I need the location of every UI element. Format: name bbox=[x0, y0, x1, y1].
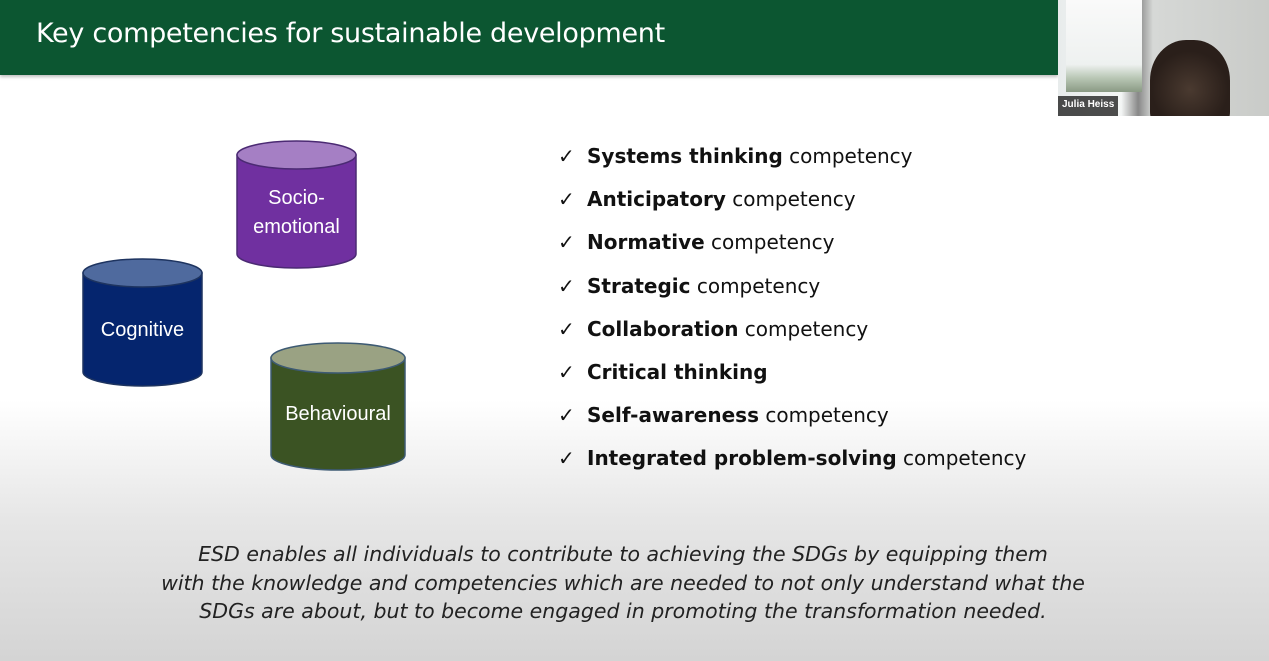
check-icon: ✓ bbox=[558, 316, 575, 341]
competency-name: Collaboration bbox=[587, 316, 739, 341]
competency-name: Self-awareness bbox=[587, 403, 759, 428]
quote-line: ESD enables all individuals to contribut… bbox=[198, 542, 1048, 566]
cylinder-label: Cognitive bbox=[100, 319, 185, 341]
check-icon: ✓ bbox=[558, 144, 575, 168]
cylinder-cognitive: Cognitive bbox=[82, 258, 203, 387]
competency-name: Anticipatory bbox=[587, 187, 726, 212]
check-icon: ✓ bbox=[558, 403, 575, 428]
competency-suffix: competency bbox=[704, 230, 835, 255]
esd-quote: ESD enables all individuals to contribut… bbox=[0, 540, 1246, 626]
participant-silhouette bbox=[1150, 40, 1230, 116]
slide-header: Key competencies for sustainable develop… bbox=[0, 0, 1058, 75]
cylinder-label: Behavioural bbox=[285, 403, 391, 425]
cylinder-shape bbox=[82, 258, 203, 387]
list-item: ✓ Self-awareness competency bbox=[558, 403, 1026, 446]
competency-list: ✓ Systems thinking competency ✓ Anticipato… bbox=[558, 144, 1026, 490]
list-item: ✓ Systems thinking competency bbox=[558, 144, 1026, 187]
competency-name: Strategic bbox=[587, 273, 691, 298]
cylinder-shape bbox=[270, 342, 406, 471]
cylinder-shape bbox=[236, 140, 357, 269]
cylinder-socio-emotional: Socio- emotional bbox=[236, 140, 357, 269]
cylinder-behavioural: Behavioural bbox=[270, 342, 406, 471]
check-icon: ✓ bbox=[558, 187, 575, 212]
competency-suffix: competency bbox=[758, 403, 889, 428]
list-item: ✓ Strategic competency bbox=[558, 274, 1026, 317]
quote-line: SDGs are about, but to become engaged in… bbox=[199, 599, 1047, 623]
check-icon: ✓ bbox=[558, 230, 575, 255]
list-item: ✓ Normative competency bbox=[558, 230, 1026, 273]
quote-line: with the knowledge and competencies whic… bbox=[161, 570, 1085, 595]
list-item: ✓ Collaboration competency bbox=[558, 317, 1026, 360]
list-item: ✓ Anticipatory competency bbox=[558, 187, 1026, 230]
list-item: ✓ Integrated problem-solving competency bbox=[558, 446, 1026, 489]
competency-suffix: competency bbox=[725, 187, 856, 212]
check-icon: ✓ bbox=[558, 446, 575, 471]
competency-name: Integrated problem-solving bbox=[587, 446, 897, 471]
competency-suffix: competency bbox=[896, 446, 1027, 471]
competency-name: Critical thinking bbox=[587, 359, 768, 384]
list-item: ✓ Critical thinking bbox=[558, 360, 1026, 403]
cylinder-label-line: emotional bbox=[253, 216, 340, 238]
participant-video[interactable]: Julia Heiss bbox=[1058, 0, 1269, 116]
cylinder-label-line: Socio- bbox=[268, 187, 325, 209]
check-icon: ✓ bbox=[558, 273, 575, 298]
competency-suffix: competency bbox=[782, 144, 913, 168]
competency-name: Systems thinking bbox=[587, 144, 783, 168]
competency-name: Normative bbox=[587, 230, 705, 255]
video-window-background bbox=[1066, 0, 1142, 92]
participant-name: Julia Heiss bbox=[1058, 96, 1119, 116]
competency-suffix: competency bbox=[690, 273, 821, 298]
check-icon: ✓ bbox=[558, 359, 575, 384]
slide-title: Key competencies for sustainable develop… bbox=[36, 18, 665, 49]
competency-suffix: competency bbox=[738, 316, 869, 341]
